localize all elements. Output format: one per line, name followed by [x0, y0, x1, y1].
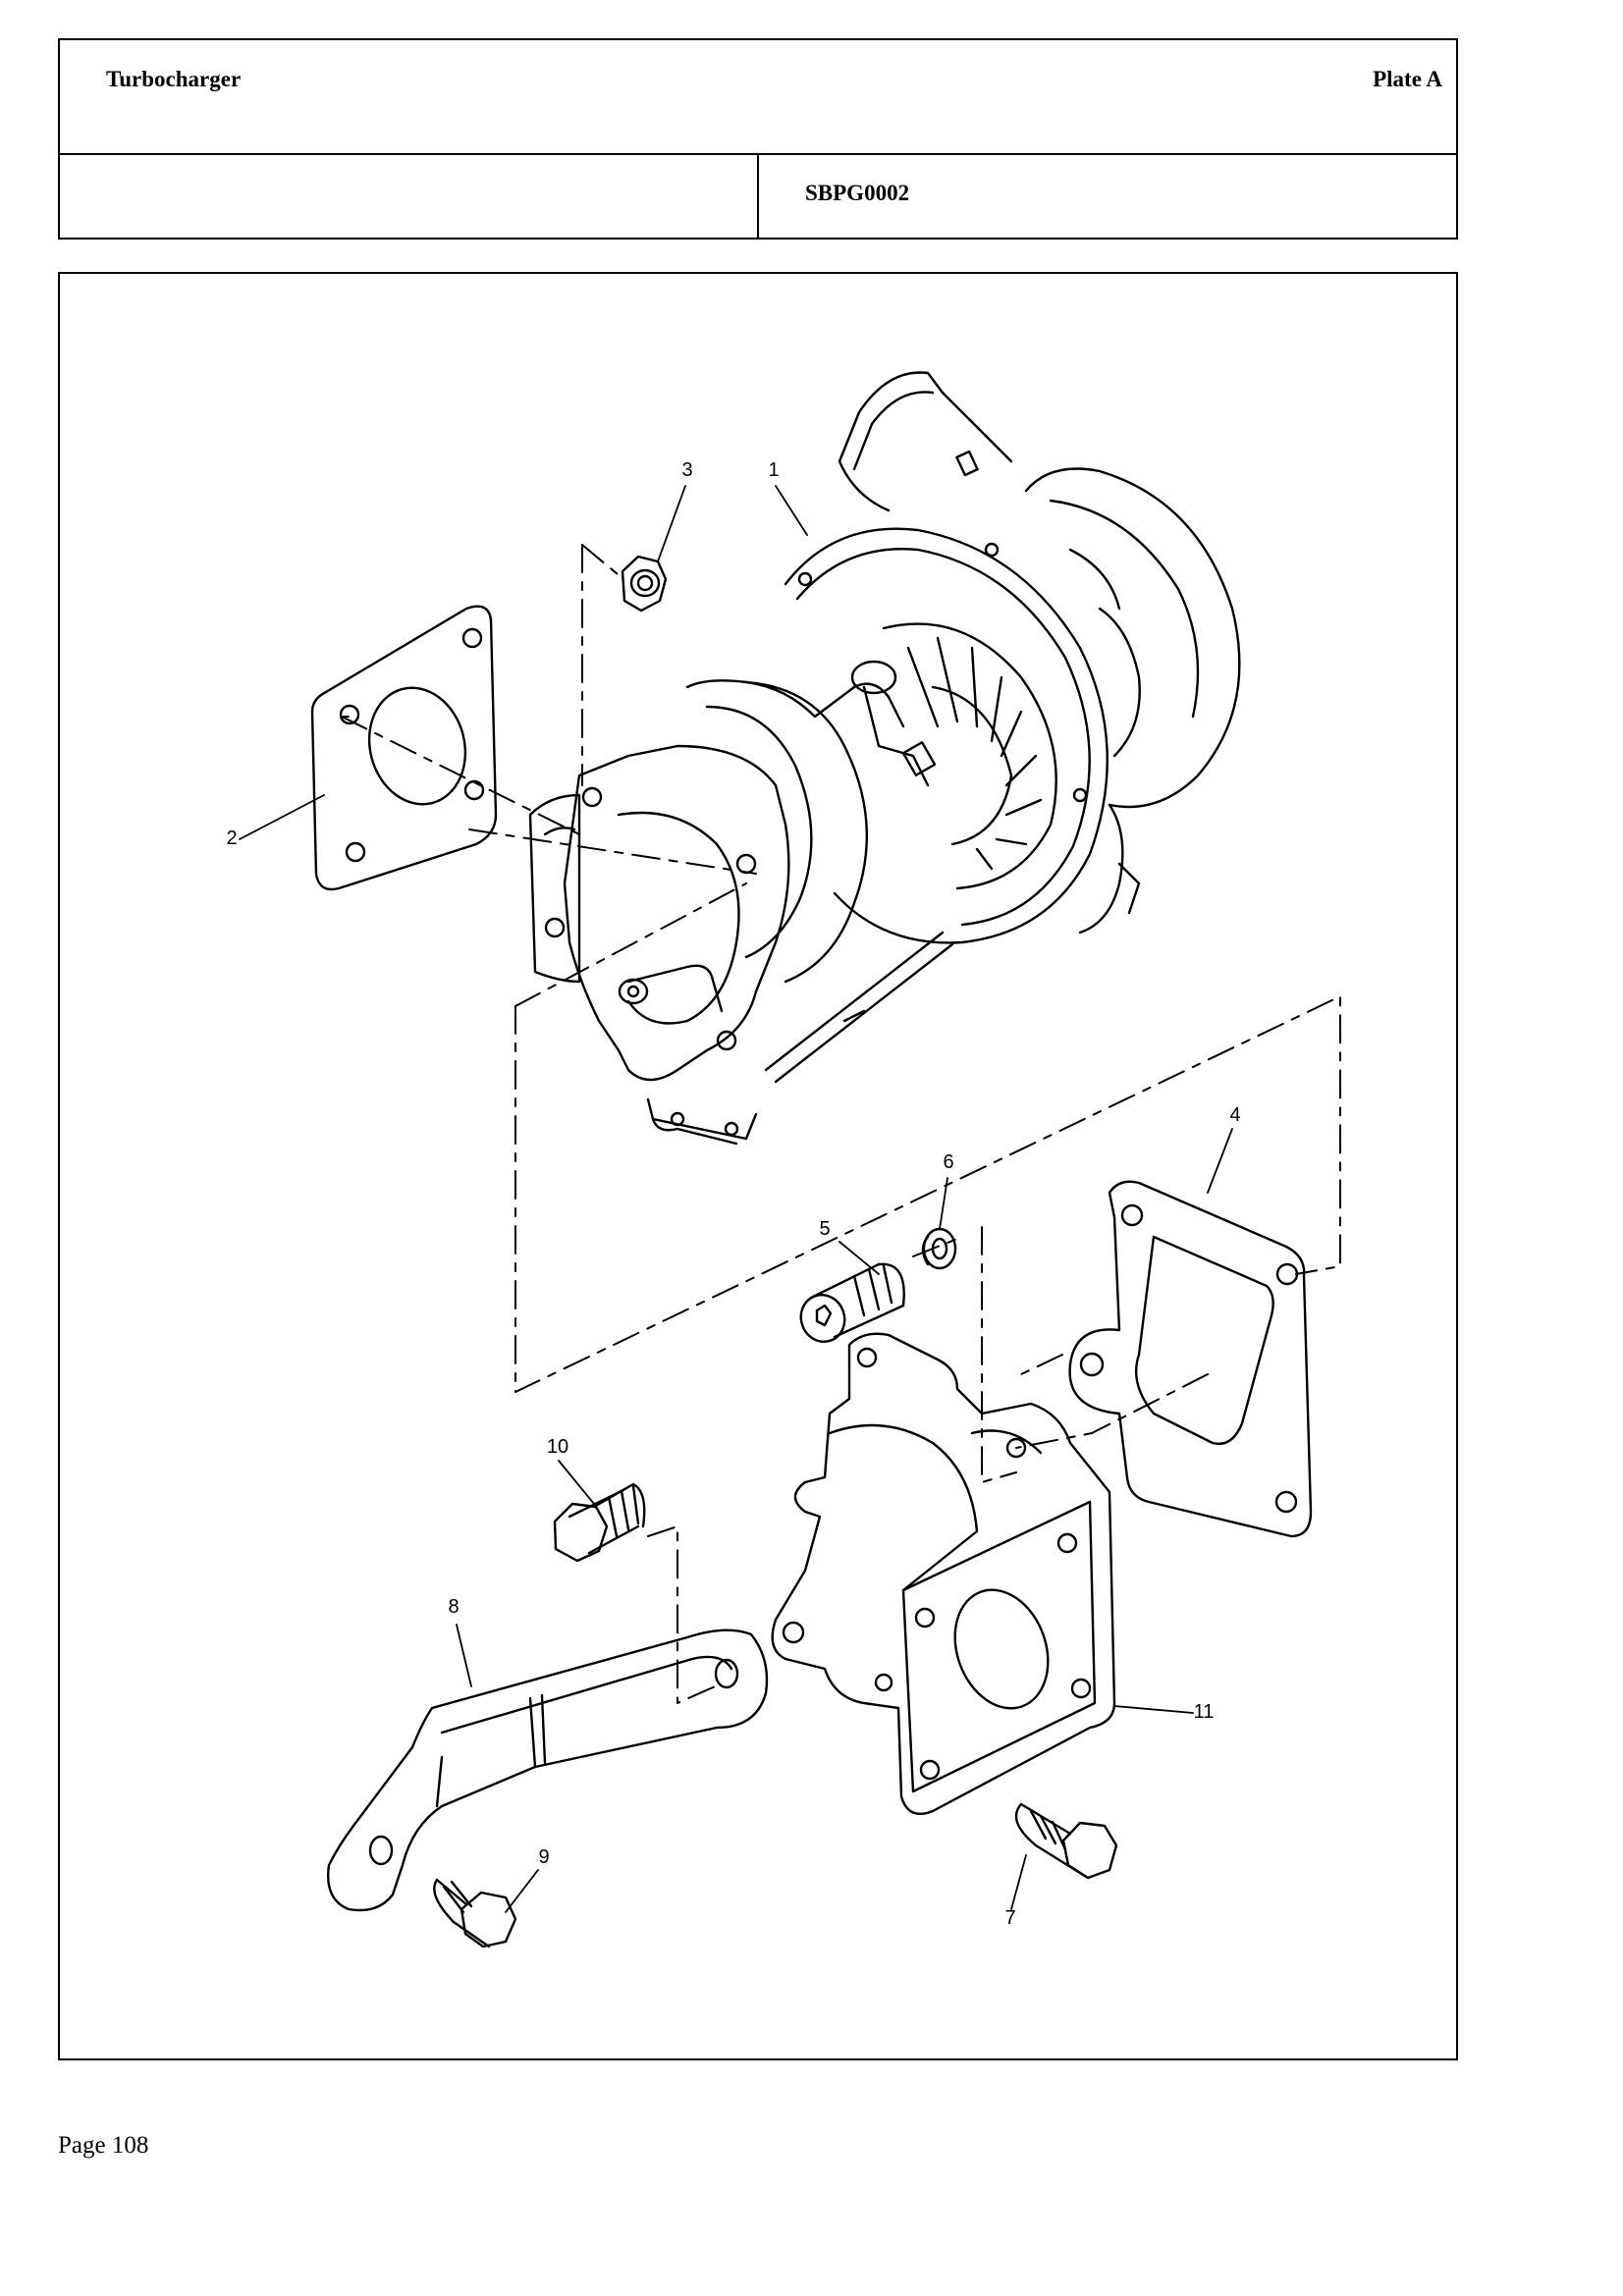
- support-bracket-drawing: [327, 1629, 769, 1912]
- callout-5: 5: [819, 1218, 830, 1240]
- nut-drawing: [621, 555, 668, 613]
- callout-3: 3: [681, 459, 692, 481]
- page-number: Page 108: [58, 2132, 149, 2159]
- header-title-row: [58, 38, 1458, 154]
- hex-bolt-upper-drawing: [553, 1482, 646, 1563]
- callout-2: 2: [226, 828, 237, 849]
- page-title: Turbocharger: [106, 67, 242, 91]
- plate-label: Plate A: [1373, 67, 1442, 91]
- callout-1: 1: [768, 459, 779, 481]
- callout-11: 11: [1194, 1701, 1215, 1723]
- hex-bolt-lower-right-drawing: [1014, 1802, 1118, 1880]
- plate-code: SBPG0002: [805, 181, 910, 205]
- callout-4: 4: [1229, 1104, 1240, 1126]
- callout-7: 7: [1004, 1907, 1015, 1929]
- gasket-square-drawing: [310, 605, 498, 891]
- socket-bolt-drawing: [799, 1262, 905, 1343]
- assembly-lines: [341, 544, 1341, 1704]
- callout-9: 9: [538, 1846, 549, 1868]
- figure-frame: [58, 272, 1458, 2060]
- exploded-view-diagram: 1 2 3 4 5 6 7 8 9 10 11: [226, 371, 1341, 1949]
- header-divider: [757, 153, 759, 240]
- hex-bolt-lower-left-drawing: [433, 1878, 517, 1949]
- leader-lines: [239, 485, 1233, 1913]
- washer-drawing: [921, 1227, 957, 1270]
- callout-labels: 1 2 3 4 5 6 7 8 9 10 11: [226, 459, 1240, 1929]
- gasket-outlet-drawing: [1068, 1180, 1313, 1538]
- callout-6: 6: [943, 1151, 953, 1173]
- turbocharger-assembly-drawing: [528, 371, 1241, 1146]
- exhaust-elbow-drawing: [771, 1332, 1116, 1816]
- callout-8: 8: [448, 1596, 459, 1618]
- callout-10: 10: [547, 1436, 568, 1458]
